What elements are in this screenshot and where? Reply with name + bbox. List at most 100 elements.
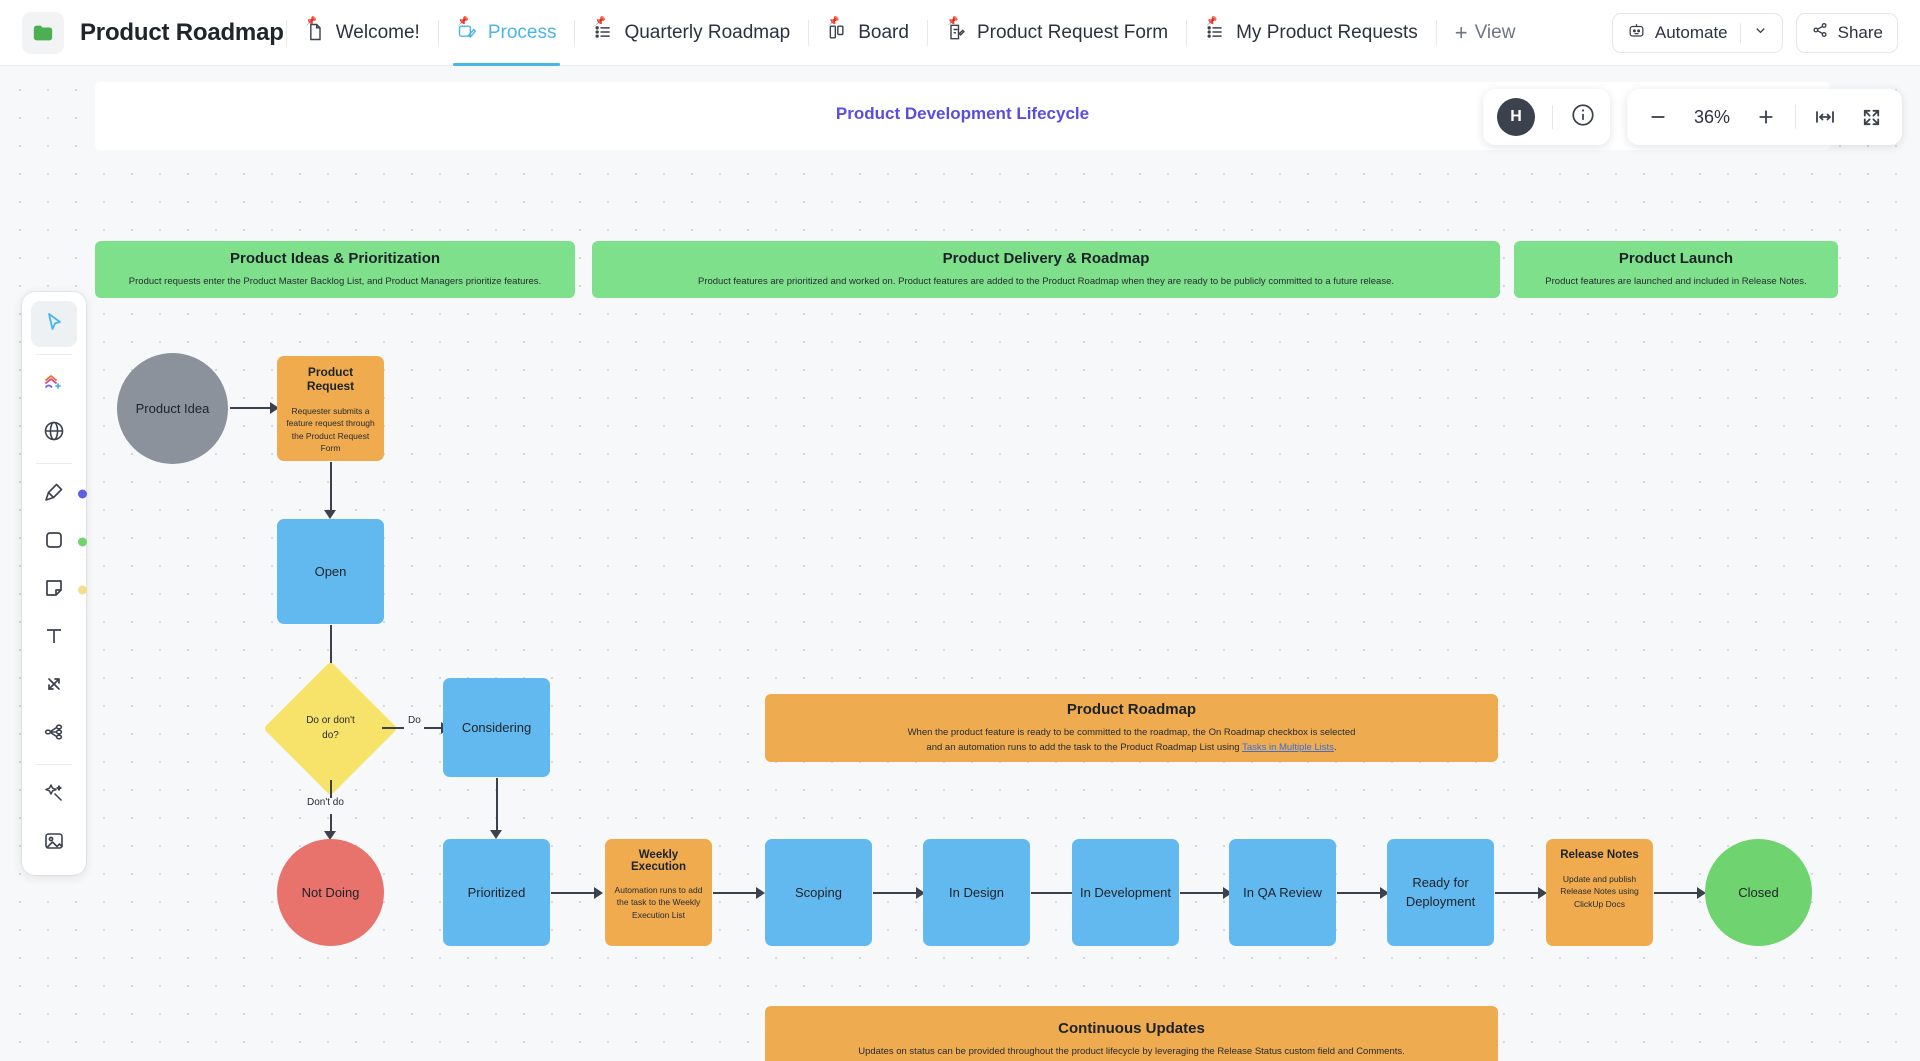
node-in-qa-review[interactable]: In QA Review	[1229, 839, 1336, 946]
node-in-design[interactable]: In Design	[923, 839, 1030, 946]
tab-process[interactable]: 📌 Process	[441, 0, 573, 66]
divider	[36, 463, 72, 464]
whiteboard-canvas[interactable]: Product Development Lifecycle	[0, 66, 1920, 1061]
pin-icon: 📌	[1206, 15, 1218, 26]
node-weekly-execution[interactable]: Weekly Execution Automation runs to add …	[605, 839, 712, 946]
mindmap-icon	[42, 720, 66, 749]
node-label: Open	[314, 564, 347, 579]
node-in-development[interactable]: In Development	[1072, 839, 1179, 946]
cursor-icon	[42, 310, 66, 339]
node-label: Considering	[461, 720, 532, 735]
divider	[1795, 105, 1796, 129]
zoom-out-button[interactable]	[1637, 96, 1679, 138]
callout-continuous-updates[interactable]: Continuous Updates Updates on status can…	[765, 1006, 1498, 1061]
phase-banner-launch[interactable]: Product Launch Product features are laun…	[1514, 241, 1838, 298]
divider	[1552, 105, 1553, 129]
phase-banner-ideas[interactable]: Product Ideas & Prioritization Product r…	[95, 241, 575, 298]
edge-prioritized-to-weekly	[551, 892, 596, 894]
add-view-label: View	[1474, 21, 1516, 43]
connector-tool[interactable]	[31, 362, 77, 408]
arrowhead	[1223, 887, 1232, 899]
arrowhead	[916, 887, 925, 899]
tab-welcome[interactable]: 📌 Welcome!	[289, 0, 436, 66]
folder-icon[interactable]	[22, 11, 64, 54]
edge-scoping-to-design	[873, 892, 918, 894]
callout-line2-pre: and an automation runs to add the task t…	[926, 741, 1243, 753]
ai-tool[interactable]	[31, 772, 77, 818]
marker-icon	[42, 480, 66, 509]
zoom-controls: 36%	[1627, 89, 1902, 145]
node-label: In Design	[949, 885, 1004, 900]
shape-color-badge[interactable]	[78, 537, 87, 547]
text-tool[interactable]	[31, 615, 77, 661]
zoom-in-button[interactable]	[1745, 96, 1787, 138]
fit-width-button[interactable]	[1804, 96, 1846, 138]
callout-line2-post: .	[1333, 741, 1337, 753]
banner-title: Product Ideas & Prioritization	[229, 249, 441, 267]
node-decision-label: Do or don't do?	[283, 681, 378, 776]
mindmap-tool[interactable]	[31, 711, 77, 757]
edge-development-to-qa	[1180, 892, 1225, 894]
edge-open-to-decision	[330, 625, 332, 674]
edge-design-to-development	[1031, 892, 1076, 894]
edge-request-to-open	[330, 462, 332, 516]
divider	[808, 19, 810, 46]
automate-label: Automate	[1654, 22, 1728, 42]
tab-product-request-form[interactable]: 📌 Product Request Form	[930, 0, 1184, 66]
divider	[1186, 19, 1188, 46]
node-not-doing[interactable]: Not Doing	[277, 839, 384, 946]
arrowhead	[756, 887, 765, 899]
marker-tool[interactable]	[31, 471, 87, 517]
tab-board[interactable]: 📌 Board	[811, 0, 925, 66]
share-button[interactable]: Share	[1795, 12, 1898, 53]
edge-considering-to-prioritized	[496, 778, 498, 835]
share-label: Share	[1837, 22, 1883, 42]
list-icon: 📌	[1205, 16, 1227, 44]
callout-title: Continuous Updates	[1058, 1020, 1205, 1038]
node-scoping[interactable]: Scoping	[765, 839, 872, 946]
divider	[285, 19, 287, 46]
marker-color-badge[interactable]	[78, 489, 87, 499]
zoom-level-label[interactable]: 36%	[1693, 106, 1731, 127]
shapes-plus-icon	[42, 371, 66, 400]
image-tool[interactable]	[31, 820, 77, 866]
app-bar-actions: Automate Share	[1611, 12, 1898, 53]
sticky-color-badge[interactable]	[78, 585, 87, 595]
fullscreen-button[interactable]	[1850, 96, 1892, 138]
arrow-tool[interactable]	[31, 663, 77, 709]
automate-button[interactable]: Automate	[1611, 12, 1783, 53]
shape-tool[interactable]	[31, 519, 87, 565]
node-open[interactable]: Open	[277, 519, 384, 624]
sticky-note-icon	[42, 576, 66, 605]
arrowhead	[594, 887, 603, 899]
phase-banner-delivery[interactable]: Product Delivery & Roadmap Product featu…	[592, 241, 1500, 298]
globe-tool[interactable]	[31, 410, 77, 456]
callout-product-roadmap[interactable]: Product Roadmap When the product feature…	[765, 694, 1498, 762]
node-release-notes[interactable]: Release Notes Update and publish Release…	[1546, 839, 1653, 946]
node-ready-for-deployment[interactable]: Ready for Deployment	[1387, 839, 1494, 946]
info-circle-icon[interactable]	[1570, 102, 1596, 133]
arrowhead	[270, 402, 279, 414]
square-icon	[42, 528, 66, 557]
node-label: Ready for Deployment	[1405, 875, 1476, 909]
edge-label-do: Do	[408, 715, 421, 726]
node-sublabel: Update and publish Release Notes using C…	[1560, 874, 1639, 909]
node-product-request[interactable]: Product Request Requester submits a feat…	[277, 356, 384, 461]
pin-icon: 📌	[828, 15, 840, 26]
avatar[interactable]: H	[1497, 98, 1535, 136]
select-tool[interactable]	[31, 301, 77, 347]
tasks-in-multiple-lists-link[interactable]: Tasks in Multiple Lists	[1242, 741, 1334, 753]
chevron-down-icon[interactable]	[1753, 23, 1768, 43]
add-view-button[interactable]: + View	[1439, 21, 1532, 44]
sticky-tool[interactable]	[31, 567, 87, 613]
node-product-idea[interactable]: Product Idea	[117, 353, 228, 464]
tab-my-product-requests[interactable]: 📌 My Product Requests	[1189, 0, 1434, 66]
tab-quarterly-roadmap[interactable]: 📌 Quarterly Roadmap	[577, 0, 806, 66]
banner-subtitle: Product features are launched and includ…	[1545, 275, 1807, 287]
callout-line1: When the product feature is ready to be …	[907, 727, 1356, 739]
edge-release-to-closed	[1654, 892, 1699, 894]
node-prioritized[interactable]: Prioritized	[443, 839, 550, 946]
node-closed[interactable]: Closed	[1705, 839, 1812, 946]
node-label: Do or don't do?	[306, 715, 355, 741]
node-considering[interactable]: Considering	[443, 678, 550, 777]
